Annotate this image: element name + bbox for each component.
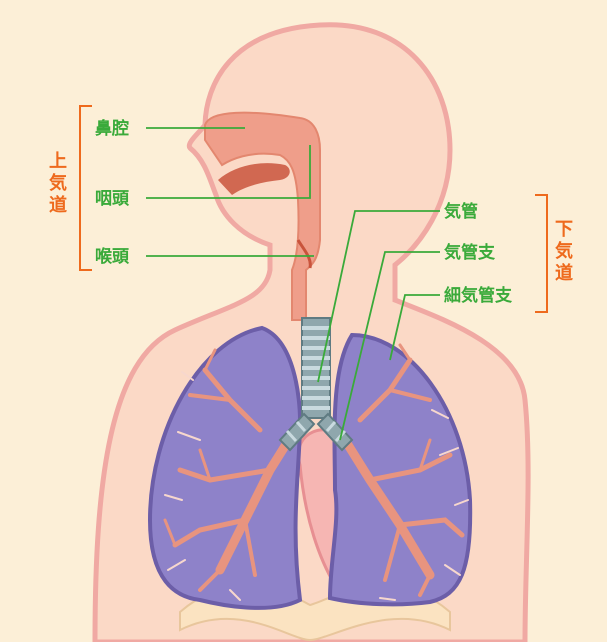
- label-bronchus: 気管支: [443, 242, 496, 263]
- label-lower-airway-2: 気: [555, 240, 573, 262]
- label-lower-airway-3: 道: [555, 262, 573, 284]
- label-trachea: 気管: [443, 201, 478, 222]
- label-bronchiole: 細気管支: [444, 285, 513, 306]
- label-lower-airway-1: 下: [555, 219, 573, 240]
- upper-airway-bracket: [80, 106, 92, 270]
- label-upper-airway-2: 気: [49, 172, 67, 194]
- label-larynx: 喉頭: [95, 246, 130, 267]
- label-upper-airway-1: 上: [49, 151, 67, 172]
- label-pharynx: 咽頭: [95, 189, 130, 209]
- trachea: [302, 318, 330, 418]
- label-upper-airway-3: 道: [49, 194, 67, 216]
- label-nasal-cavity: 鼻腔: [95, 118, 129, 139]
- lower-airway-bracket: [535, 195, 547, 312]
